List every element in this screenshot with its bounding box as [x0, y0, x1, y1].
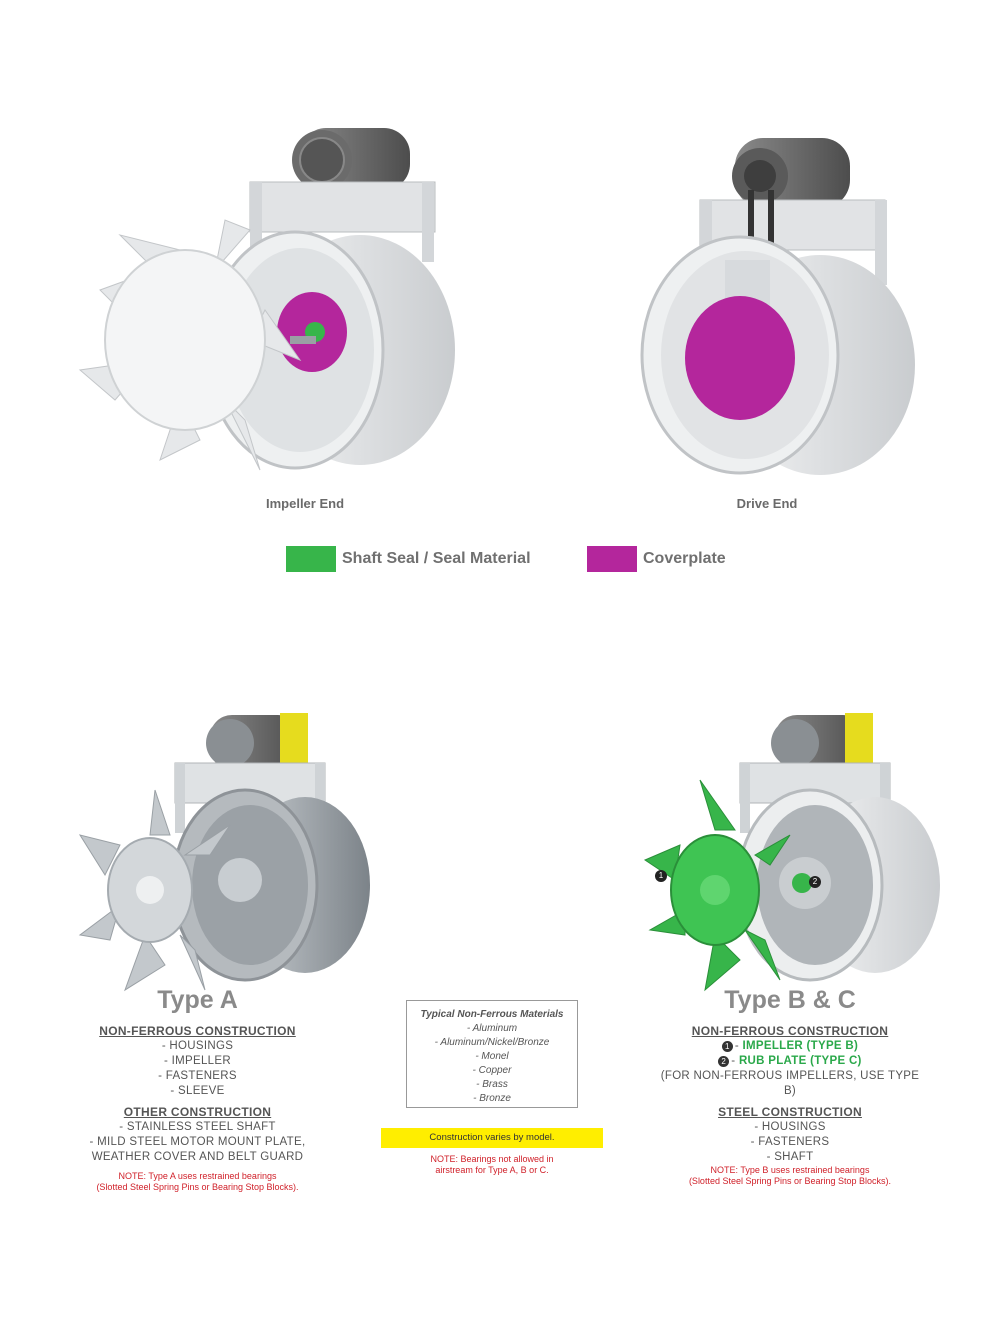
type-a-title: Type A — [157, 986, 238, 1014]
type-a-nonferrous-item: - HOUSINGS — [161, 1040, 234, 1052]
type-a-other-item: - STAINLESS STEEL SHAFT — [119, 1121, 276, 1133]
number-2-badge: 2 — [718, 1056, 730, 1067]
type-bc-note-line1: NOTE: Type B uses restrained bearings — [710, 1165, 870, 1175]
type-bc-steel-item: - HOUSINGS — [754, 1121, 826, 1133]
type-a-nonferrous-item: - FASTENERS — [158, 1070, 237, 1082]
shaft-seal-swatch — [286, 546, 336, 572]
material-item: - Bronze — [473, 1093, 511, 1104]
bearings-note-line1: NOTE: Bearings not allowed in — [430, 1154, 554, 1164]
type-bc-steel-item: - FASTENERS — [750, 1136, 830, 1148]
rub-plate-type-c-label: RUB PLATE (TYPE C) — [738, 1055, 862, 1067]
type-bc-item-2: 2- RUB PLATE (TYPE C) — [655, 1054, 925, 1069]
coverplate-legend-label: Coverplate — [643, 550, 726, 567]
type-bc-nonferrous-note: (FOR NON-FERROUS IMPELLERS, USE TYPE B) — [660, 1070, 920, 1097]
number-1-badge: 1 — [721, 1041, 733, 1052]
impeller-type-b-label: IMPELLER (TYPE B) — [742, 1040, 859, 1052]
impeller-end-fan-illustration — [78, 128, 455, 471]
type-bc-nonferrous-heading: NON-FERROUS CONSTRUCTION — [691, 1024, 889, 1038]
material-item: - Monel — [475, 1051, 509, 1062]
item-dash: - — [731, 1055, 736, 1067]
type-bc-title: Type B & C — [724, 986, 856, 1014]
type-a-note-line1: NOTE: Type A uses restrained bearings — [118, 1171, 277, 1181]
type-a-other-item: WEATHER COVER AND BELT GUARD — [91, 1151, 304, 1163]
type-a-other-heading: OTHER CONSTRUCTION — [123, 1105, 272, 1119]
type-a-spec: NON-FERROUS CONSTRUCTION - HOUSINGS - IM… — [70, 1024, 325, 1193]
materials-heading: Typical Non-Ferrous Materials — [420, 1009, 564, 1020]
type-bc-steel-heading: STEEL CONSTRUCTION — [718, 1105, 862, 1119]
drive-end-fan-illustration — [640, 138, 915, 475]
material-item: - Aluminum/Nickel/Bronze — [434, 1037, 550, 1048]
drive-end-caption: Drive End — [736, 496, 798, 511]
material-item: - Aluminum — [466, 1023, 518, 1034]
type-a-note-line2: (Slotted Steel Spring Pins or Bearing St… — [96, 1182, 299, 1192]
materials-box: Typical Non-Ferrous Materials - Aluminum… — [406, 1000, 578, 1108]
type-a-nonferrous-heading: NON-FERROUS CONSTRUCTION — [99, 1024, 296, 1038]
coverplate-swatch — [587, 546, 637, 572]
bearings-note-line2: airstream for Type A, B or C. — [435, 1165, 549, 1175]
type-a-nonferrous-item: - SLEEVE — [170, 1085, 225, 1097]
shaft-seal-legend-label: Shaft Seal / Seal Material — [342, 550, 531, 567]
type-a-fan-illustration — [78, 713, 370, 992]
callout-1-marker: 1 — [655, 870, 667, 882]
construction-varies-banner: Construction varies by model. — [381, 1128, 603, 1148]
type-bc-spec: NON-FERROUS CONSTRUCTION 1- IMPELLER (TY… — [655, 1024, 925, 1187]
type-a-other-item: - MILD STEEL MOTOR MOUNT PLATE, — [89, 1136, 306, 1148]
impeller-end-caption: Impeller End — [265, 496, 345, 511]
item-dash: - — [734, 1040, 739, 1052]
type-bc-item-1: 1- IMPELLER (TYPE B) — [655, 1039, 925, 1054]
callout-2-marker: 2 — [809, 876, 821, 888]
callout-1-number: 1 — [658, 871, 664, 880]
type-bc-fan-illustration — [643, 713, 940, 992]
type-bc-note-line2: (Slotted Steel Spring Pins or Bearing St… — [688, 1176, 892, 1186]
type-bc-steel-item: - SHAFT — [766, 1151, 814, 1163]
material-item: - Brass — [476, 1079, 508, 1090]
material-item: - Copper — [472, 1065, 512, 1076]
bearings-note: NOTE: Bearings not allowed in airstream … — [381, 1154, 603, 1176]
callout-2-number: 2 — [812, 877, 818, 886]
type-a-nonferrous-item: - IMPELLER — [164, 1055, 231, 1067]
